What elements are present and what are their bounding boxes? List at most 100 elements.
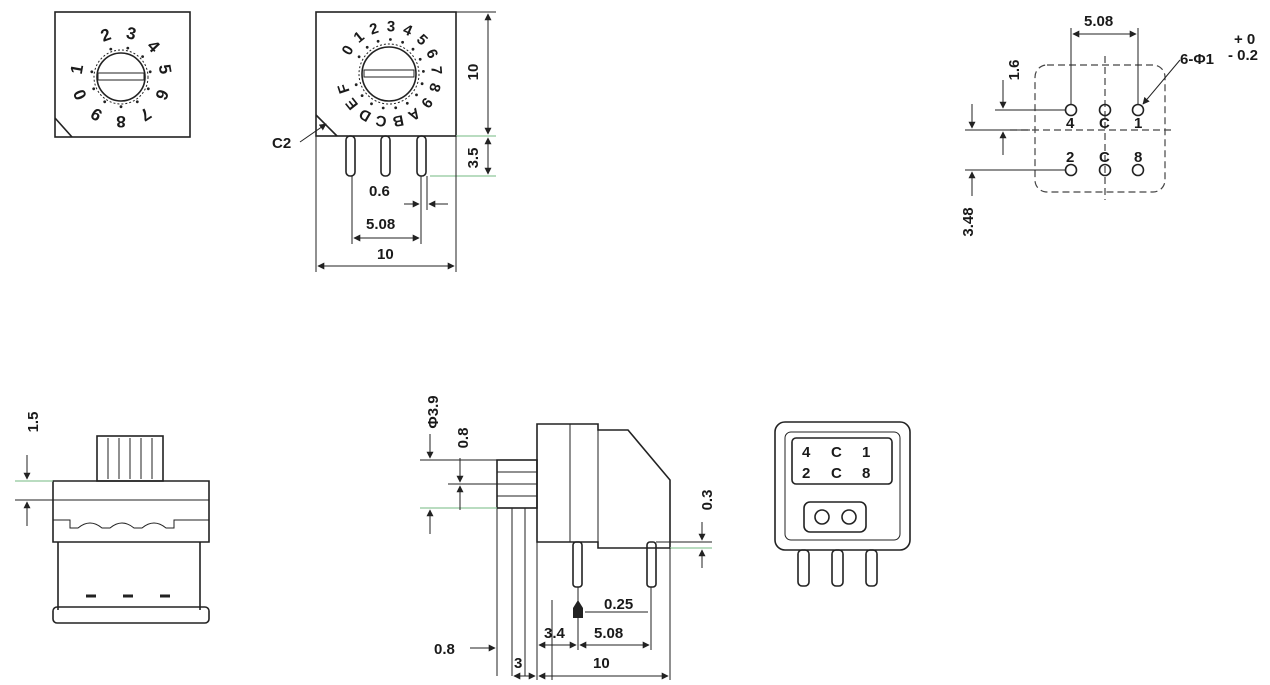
hex-char-tick-2	[376, 39, 380, 43]
hex-char-tick-12	[381, 106, 385, 110]
fp-label-top-2: C	[1099, 115, 1110, 132]
dim-height-label: 10	[465, 64, 482, 81]
side-view: 1.5	[15, 412, 210, 624]
hex-char-5: 5	[413, 31, 431, 49]
dial-digit-9: 1	[67, 63, 87, 76]
profile-offset-label: 3.4	[544, 625, 566, 642]
hex-char-15: F	[335, 82, 354, 96]
profile-view: Φ3.9 0.8 0.3 0.25 3.4 5.08 0.8 3 10	[420, 395, 716, 680]
footprint-holes	[1064, 103, 1145, 177]
hex-char-tick-9	[415, 93, 418, 97]
hex-char-tick-6	[418, 57, 422, 61]
hex-char-6: 6	[422, 47, 441, 62]
bottom-label-frame	[791, 437, 893, 485]
dial-knob	[96, 52, 146, 102]
dial-digit-tick-9	[90, 70, 94, 74]
hex-char-4: 4	[400, 21, 415, 40]
dial-slot	[97, 72, 145, 81]
dial-digit-7: 9	[87, 104, 105, 125]
dial-digit-tick-5	[135, 100, 139, 104]
bottom-view: 4 C 1 2 C 8	[774, 421, 911, 587]
bottom-label-r2-2: C	[831, 465, 842, 482]
bottom-label-r1-3: 1	[862, 444, 870, 461]
bottom-pin-3	[865, 549, 878, 587]
hex-char-tick-7	[422, 70, 425, 73]
side-top-height-label: 1.5	[25, 412, 42, 433]
dial-digit-tick-4	[146, 87, 150, 91]
hex-pins	[345, 135, 427, 177]
hex-char-0: 0	[339, 43, 358, 59]
dial-digit-tick-2	[141, 55, 145, 58]
hex-char-tick-4	[401, 40, 404, 44]
hex-chamfer	[315, 114, 338, 137]
dial-digit-3: 5	[155, 63, 175, 76]
hex-char-tick-13	[370, 102, 373, 106]
dial-digit-2: 4	[143, 36, 164, 56]
hex-char-tick-1	[365, 45, 369, 49]
dial-digit-4: 6	[151, 86, 172, 102]
fp-pitch-label: 5.08	[1084, 13, 1113, 30]
fp-label-bottom-2: C	[1099, 149, 1110, 166]
fp-label-bottom-1: 2	[1066, 149, 1074, 166]
dial-digit-0: 2	[98, 25, 113, 46]
bottom-label-r2-1: 2	[802, 465, 810, 482]
bottom-outer	[774, 421, 911, 551]
profile-base-width-label: 3	[514, 655, 522, 672]
fp-hole-spec-label: 6-Φ1	[1180, 51, 1214, 68]
dial-digit-tick-7	[103, 100, 107, 104]
hex-slot	[363, 69, 415, 78]
side-body	[52, 480, 210, 543]
hex-char-tick-0	[357, 55, 361, 59]
dial-digit-tick-1	[126, 46, 130, 50]
profile-standoff-label: 0.3	[699, 490, 716, 511]
hex-char-8: 8	[425, 81, 444, 94]
hex-char-7: 7	[427, 66, 445, 76]
bottom-pin-2	[831, 549, 844, 587]
hex-char-tick-14	[360, 94, 364, 97]
bottom-window	[803, 501, 867, 533]
hex-char-tick-5	[411, 47, 415, 51]
hex-char-11: B	[391, 111, 405, 130]
fp-offset-label: 1.6	[1006, 60, 1023, 81]
side-base	[52, 606, 210, 624]
profile-shaft-dia-label: Φ3.9	[425, 395, 442, 428]
hex-char-tick-10	[405, 101, 409, 105]
bottom-label-r1-2: C	[831, 444, 842, 461]
profile-body	[536, 423, 671, 549]
dial-digit-tick-0	[109, 47, 113, 51]
hex-char-tick-8	[420, 82, 424, 86]
bottom-pin-1	[797, 549, 810, 587]
dial-body-outline	[54, 11, 191, 138]
fp-row-spacing-label: 3.48	[960, 207, 977, 236]
profile-shaft-gap-label: 0.8	[455, 428, 472, 449]
hex-char-tick-3	[389, 38, 392, 41]
hex-char-14: E	[342, 94, 362, 112]
hex-char-13: D	[356, 105, 374, 125]
dial-knob-teeth	[93, 49, 149, 105]
chamfer-label: C2	[272, 135, 291, 152]
hex-knob	[361, 46, 417, 102]
hex-char-1: 1	[351, 28, 368, 46]
profile-pitch-label: 5.08	[594, 625, 623, 642]
dial-digit-8: 0	[70, 86, 91, 102]
dial-digit-tick-8	[92, 87, 96, 91]
dial-digit-6: 8	[116, 112, 125, 131]
dial-digit-1: 3	[124, 23, 138, 44]
dial-chamfer	[54, 117, 73, 138]
profile-pin-1	[572, 541, 583, 588]
hex-char-tick-11	[394, 106, 398, 110]
dim-pin-width-label: 0.6	[369, 183, 390, 200]
profile-tab-label: 0.25	[604, 596, 633, 613]
footprint-outline	[1034, 64, 1166, 193]
fp-label-top-1: 4	[1066, 115, 1075, 132]
dim-pin-length-label: 3.5	[465, 148, 482, 169]
hex-char-3: 3	[386, 18, 395, 35]
hex-char-9: 9	[417, 94, 436, 111]
dim-pin-pitch-label: 5.08	[366, 216, 395, 233]
bottom-label-r1-1: 4	[802, 444, 811, 461]
hex-char-2: 2	[367, 20, 380, 39]
